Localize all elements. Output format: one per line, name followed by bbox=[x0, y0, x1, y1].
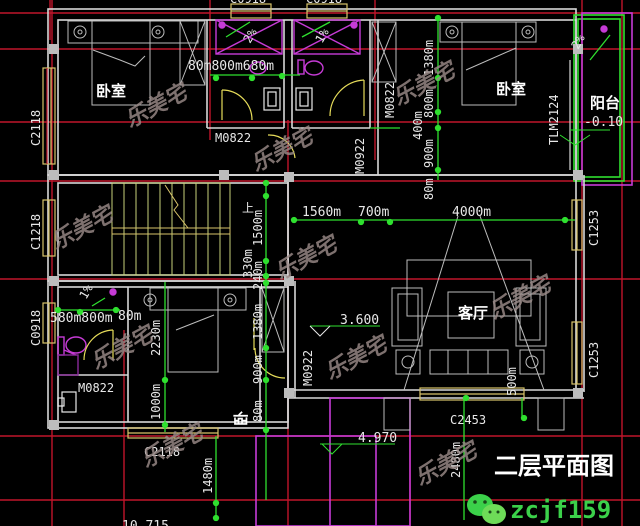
window-label-c0918-top-2: C0918 bbox=[306, 0, 342, 6]
wechat-icon bbox=[467, 494, 506, 524]
elevation-markers bbox=[309, 129, 610, 455]
door-label-m0822-sw: M0822 bbox=[78, 381, 114, 395]
door-label-m0822-ne: M0822 bbox=[383, 82, 397, 118]
window-label-c1253-upper: C1253 bbox=[587, 210, 601, 246]
window-label-c2118-south: C2118 bbox=[144, 445, 180, 459]
dim-ne-1380: 1380m bbox=[422, 40, 436, 76]
elevation-bottom: 10.715 bbox=[122, 519, 169, 526]
door-swings bbox=[83, 79, 365, 379]
elevation-lower: 4.970 bbox=[358, 431, 397, 446]
room-label-living: 客厅 bbox=[457, 304, 488, 322]
drawing-title: 二层平面图 bbox=[494, 452, 614, 480]
slope-label-3: 1% bbox=[76, 281, 96, 301]
dim-stair-1500: 1500m bbox=[251, 210, 265, 246]
dim-stair-240: 240m bbox=[251, 261, 265, 290]
dim-ne-800: 800m bbox=[422, 89, 436, 118]
dim-1560: 1560m bbox=[302, 205, 341, 220]
staircase bbox=[111, 182, 231, 276]
room-label-bedroom-ne: 卧室 bbox=[496, 80, 526, 98]
dim-s-2480: 2480m bbox=[449, 442, 463, 478]
dim-stair-330: 330m bbox=[241, 249, 255, 278]
dim-ne-900: 900m bbox=[422, 139, 436, 168]
window-label-c1218: C1218 bbox=[29, 214, 43, 250]
slope-label-4: 2% bbox=[568, 31, 588, 51]
dim-sw-1000: 1000m bbox=[149, 384, 163, 420]
stair-up-label: 上 bbox=[242, 201, 254, 215]
door-label-m0922-center-bottom: M0922 bbox=[301, 350, 315, 386]
window-label-c1253-lower: C1253 bbox=[587, 342, 601, 378]
window-label-c0918: C0918 bbox=[29, 310, 43, 346]
room-label-balcony: 阳台 bbox=[590, 94, 620, 112]
door-label-m0822-nw: M0822 bbox=[215, 131, 251, 145]
dim-s-500: 500m bbox=[505, 367, 519, 396]
dim-sw-bath-80: 80m bbox=[118, 309, 142, 324]
dim-sw-900: 900m bbox=[251, 355, 265, 384]
room-label-bedroom-sw: 卧 bbox=[232, 411, 250, 426]
dim-sw-bath: 580m800m bbox=[50, 311, 113, 326]
slope-label-2: 1% bbox=[312, 25, 332, 45]
window-label-c2118-west: C2118 bbox=[29, 110, 43, 146]
columns bbox=[49, 44, 583, 430]
window-label-c0918-top-1: C0918 bbox=[230, 0, 266, 6]
dimension-lines bbox=[54, 14, 611, 522]
slope-label-1: 2% bbox=[240, 25, 260, 45]
door-label-m0922-center-top: M0922 bbox=[353, 138, 367, 174]
sinks bbox=[57, 87, 313, 413]
dim-sw-80: 80m bbox=[251, 400, 265, 422]
room-label-bedroom-nw: 卧室 bbox=[96, 82, 126, 100]
dim-sw-2230: 2230m bbox=[149, 320, 163, 356]
elevation-balcony: -0.10 bbox=[584, 115, 623, 130]
dim-sw-1480: 1480m bbox=[201, 458, 215, 494]
elevation-living: 3.600 bbox=[340, 313, 379, 328]
dim-700: 700m bbox=[358, 205, 389, 220]
window-symbols bbox=[42, 3, 583, 439]
dim-4000: 4000m bbox=[452, 205, 491, 220]
bathroom-fixtures bbox=[57, 19, 608, 376]
wechat-id: zcjf159 bbox=[510, 496, 611, 524]
dim-top-bath: 80m800m680m bbox=[188, 59, 274, 74]
window-label-c2453: C2453 bbox=[450, 413, 486, 427]
dim-ne-400: 400m bbox=[411, 111, 425, 140]
dim-ne-80: 80m bbox=[422, 178, 436, 200]
furniture bbox=[67, 20, 565, 431]
dim-sw-1380: 1380m bbox=[251, 304, 265, 340]
window-label-tlm2124: TLM2124 bbox=[547, 94, 561, 145]
